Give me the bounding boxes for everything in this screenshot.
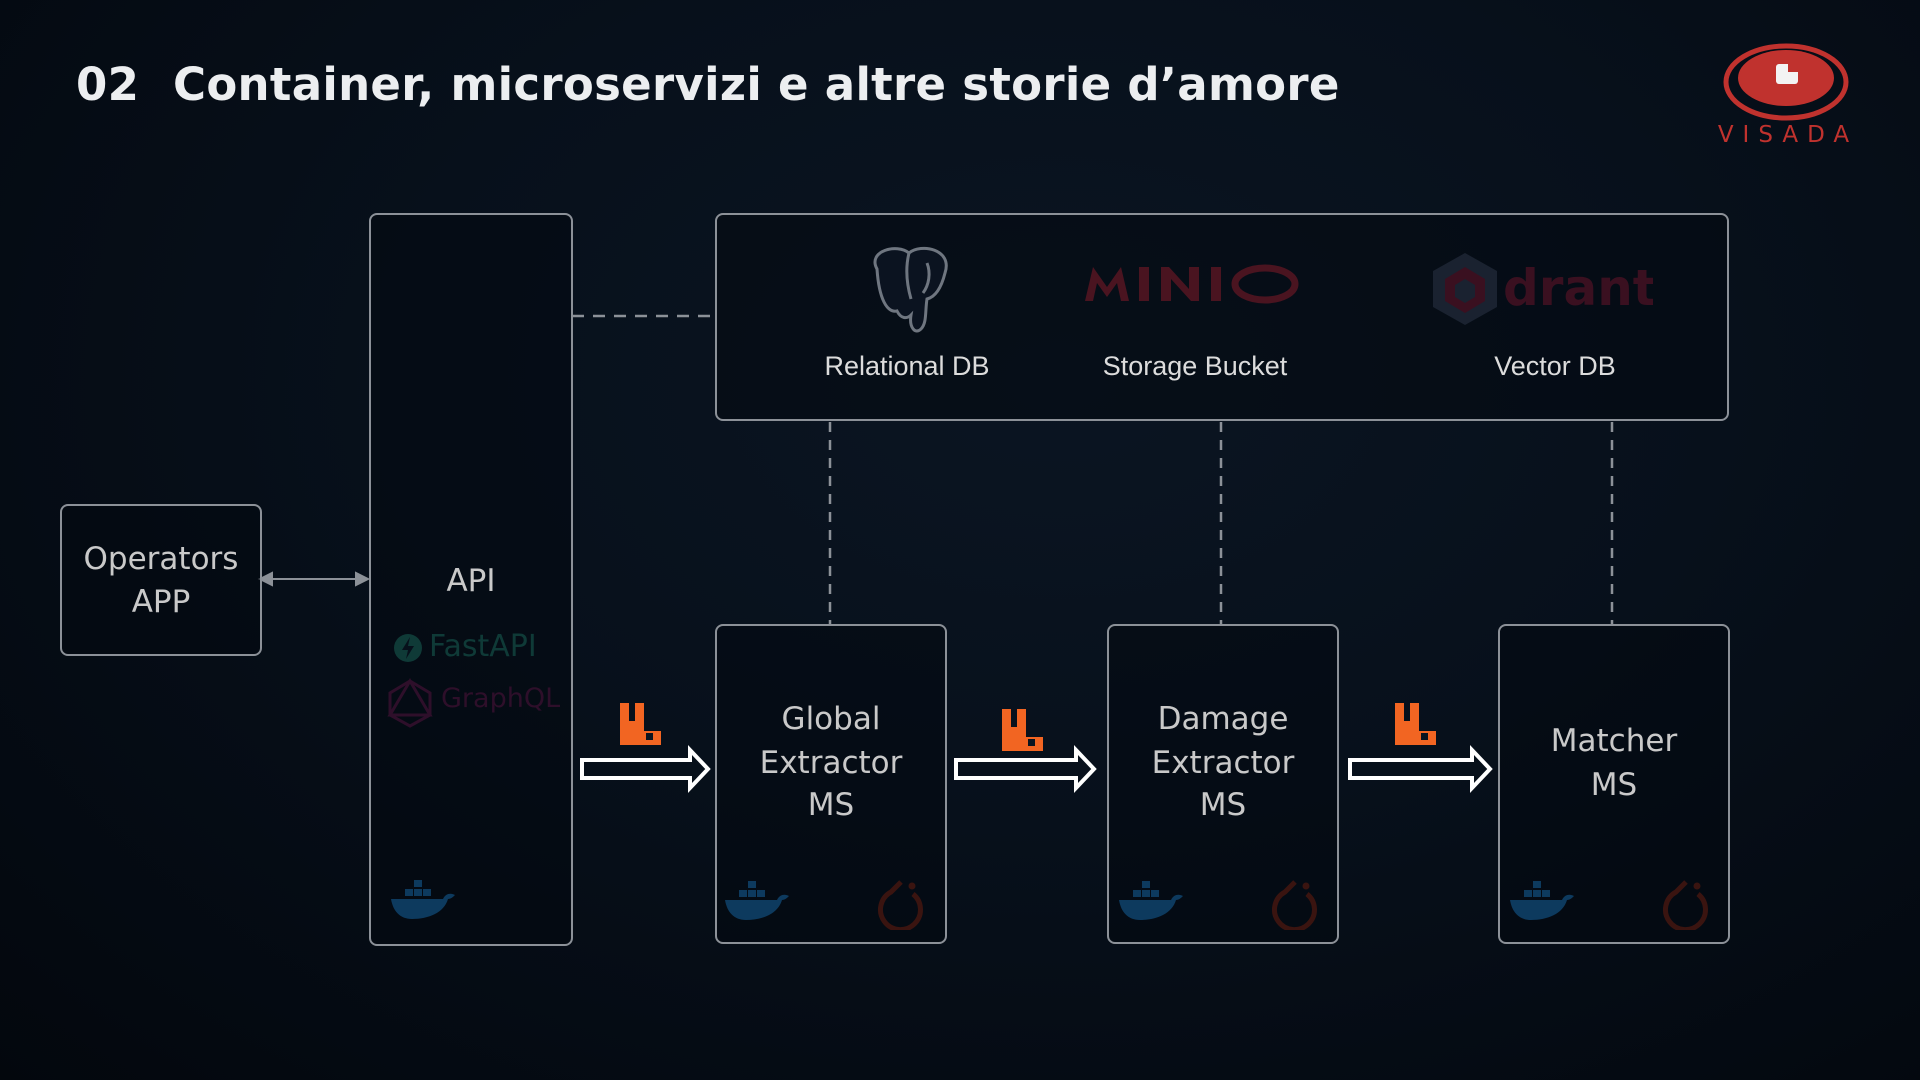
docker-icon: [725, 881, 789, 920]
damage-extractor-label-line2: Extractor: [1151, 745, 1295, 781]
global-extractor-label-line2: Extractor: [759, 745, 903, 781]
graphql-label: GraphQL: [441, 683, 561, 714]
slide-title: 02 Container, microservizi e altre storie…: [76, 58, 1340, 111]
visada-wordmark: VISADA: [1717, 122, 1859, 148]
operators-app-box: Operators APP: [60, 504, 262, 656]
svg-text:drant: drant: [1503, 259, 1653, 317]
visada-logo: VISADA: [1708, 40, 1868, 158]
damage-extractor-label-line3: MS: [1199, 787, 1247, 823]
vector-db-label: Vector DB: [1494, 351, 1616, 381]
qdrant-wordmark: drant: [1503, 259, 1653, 317]
global-extractor-label-line3: MS: [807, 787, 855, 823]
rabbitmq-icon: [1002, 709, 1043, 751]
docker-icon: [1510, 881, 1574, 920]
fastapi-label: FastAPI: [429, 629, 537, 664]
rabbitmq-icon: [620, 703, 661, 745]
damage-extractor-box: Damage Extractor MS: [1107, 624, 1339, 944]
global-extractor-box: Global Extractor MS: [715, 624, 947, 944]
flow-arrow-2: [954, 744, 1097, 794]
pytorch-icon: [1272, 880, 1317, 930]
operators-api-link: [257, 571, 371, 587]
operators-app-label-line1: Operators: [83, 541, 239, 577]
operators-app-label-line2: APP: [131, 584, 191, 620]
minio-icon: [1085, 264, 1299, 304]
pytorch-icon: [878, 880, 923, 930]
postgresql-elephant-icon: [873, 246, 948, 333]
matcher-label-line2: MS: [1590, 767, 1638, 803]
matcher-label-line1: Matcher: [1550, 723, 1678, 759]
global-extractor-label-line1: Global: [781, 701, 881, 737]
qdrant-icon: [1433, 253, 1497, 325]
flow-arrow-3: [1348, 744, 1493, 794]
slide-title-text: Container, microservizi e altre storie d…: [173, 58, 1340, 111]
graphql-icon: [387, 678, 433, 728]
storage-box: Relational DB Storage Bucket drant Vecto…: [715, 213, 1729, 421]
fastapi-icon: [394, 634, 422, 662]
slide-number: 02: [76, 58, 140, 111]
relational-db-label: Relational DB: [824, 351, 990, 381]
pytorch-icon: [1663, 880, 1708, 930]
api-label: API: [446, 563, 496, 599]
docker-icon: [1119, 881, 1183, 920]
matcher-box: Matcher MS: [1498, 624, 1730, 944]
damage-extractor-label-line1: Damage: [1157, 701, 1289, 737]
docker-icon: [391, 880, 455, 919]
flow-arrow-1: [580, 744, 711, 794]
visada-logo-mark: [1723, 43, 1849, 121]
rabbitmq-icon: [1395, 703, 1436, 745]
api-box: API FastAPI GraphQL: [369, 213, 573, 946]
storage-bucket-label: Storage Bucket: [1102, 351, 1288, 381]
